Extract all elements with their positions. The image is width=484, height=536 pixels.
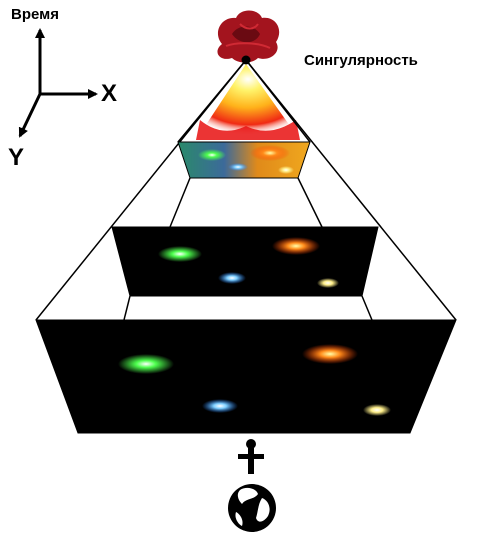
galaxy-blue-icon xyxy=(202,399,238,413)
y-axis-label: Y xyxy=(8,144,25,171)
galaxy-yellow-icon xyxy=(278,166,294,174)
universe-slice-2 xyxy=(111,226,379,297)
galaxy-blue-icon xyxy=(228,163,248,171)
axes xyxy=(18,28,98,138)
galaxy-orange-icon xyxy=(250,145,290,161)
observer-stick-figure-icon xyxy=(238,439,264,474)
y-axis-arrow xyxy=(18,93,42,138)
time-axis-label: Время xyxy=(11,6,59,23)
galaxy-orange-icon xyxy=(272,237,320,255)
galaxy-yellow-icon xyxy=(363,404,391,416)
singularity-label: Сингулярность xyxy=(304,52,418,69)
galaxy-green-icon xyxy=(118,354,174,374)
singularity-red-rose-cloud-icon xyxy=(217,10,280,63)
x-axis-label: X xyxy=(101,80,118,107)
galaxy-blue-icon xyxy=(218,272,246,284)
pyramid-edges xyxy=(35,59,457,321)
galaxy-orange-icon xyxy=(302,344,358,364)
earth-globe-icon xyxy=(228,484,276,532)
galaxy-green-icon xyxy=(198,149,226,161)
glow-red-edge xyxy=(196,120,300,140)
big-bang-glow xyxy=(196,64,300,140)
galaxy-yellow-icon xyxy=(317,278,339,288)
galaxy-green-icon xyxy=(158,246,202,262)
universe-slice-3 xyxy=(35,319,457,434)
universe-slice-1 xyxy=(177,141,311,179)
